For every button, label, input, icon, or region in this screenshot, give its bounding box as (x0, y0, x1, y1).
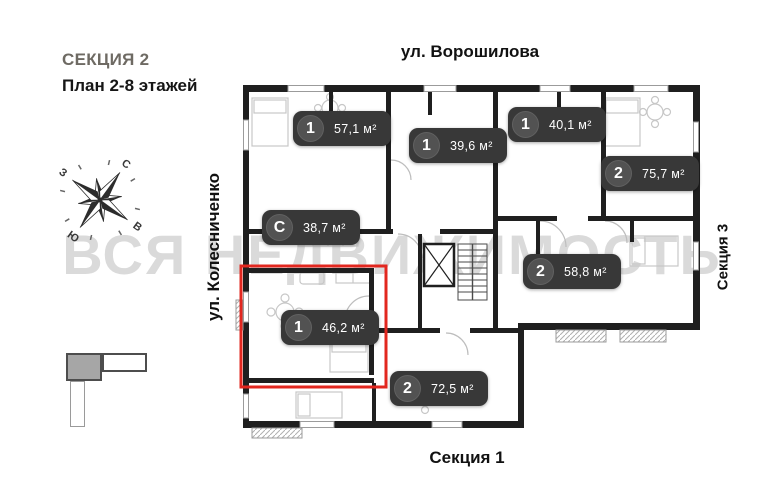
apartment-type: 2 (394, 375, 421, 402)
compass-east-label: В (130, 220, 144, 234)
apartment-area: 40,1 м² (549, 117, 592, 132)
minimap-bottom-wing (70, 381, 85, 427)
plan-subtitle: План 2-8 этажей (62, 76, 198, 95)
compass-rose: С В Ю З (56, 157, 144, 245)
apartment-area: 46,2 м² (322, 320, 365, 335)
compass-north-label: С (119, 157, 133, 171)
elevator-shaft (422, 242, 456, 288)
apartment-type: 1 (413, 132, 440, 159)
apartment-area: 72,5 м² (431, 381, 474, 396)
apartment-area: 58,8 м² (564, 264, 607, 279)
street-label-voroshilova: ул. Ворошилова (400, 42, 540, 61)
apartment-badge-40-1[interactable]: 1 40,1 м² (508, 107, 606, 142)
section-label-3: Секция 3 (714, 223, 732, 291)
section-label-1: Секция 1 (429, 448, 505, 467)
staircase (457, 243, 488, 301)
apartment-badge-75-7[interactable]: 2 75,7 м² (601, 156, 699, 191)
apartment-type: С (266, 214, 293, 241)
apartment-badge-58-8[interactable]: 2 58,8 м² (523, 254, 621, 289)
page-title: СЕКЦИЯ 2 (62, 50, 150, 69)
apartment-area: 38,7 м² (303, 220, 346, 235)
apartment-type: 2 (605, 160, 632, 187)
windows-layer (243, 85, 699, 428)
apartment-type: 2 (527, 258, 554, 285)
apartment-badge-46-2-highlighted[interactable]: 1 46,2 м² (281, 310, 379, 345)
balconies-layer (235, 299, 667, 439)
apartment-badge-72-5[interactable]: 2 72,5 м² (390, 371, 488, 406)
apartment-type: 1 (297, 115, 324, 142)
street-label-kolesnichenko: ул. Колесниченко (204, 172, 223, 322)
apartment-badge-57-1[interactable]: 1 57,1 м² (293, 111, 391, 146)
apartment-area: 75,7 м² (642, 166, 685, 181)
apartment-badge-39-6[interactable]: 1 39,6 м² (409, 128, 507, 163)
apartment-type: 1 (512, 111, 539, 138)
minimap-right-wing (102, 353, 147, 372)
compass-south-label: Ю (65, 229, 81, 245)
apartment-badge-38-7[interactable]: С 38,7 м² (262, 210, 360, 245)
compass-west-label: З (56, 166, 69, 180)
apartment-area: 57,1 м² (334, 121, 377, 136)
highlight-box (239, 264, 388, 389)
apartment-type: 1 (285, 314, 312, 341)
minimap-active-section (66, 353, 102, 381)
apartment-area: 39,6 м² (450, 138, 493, 153)
